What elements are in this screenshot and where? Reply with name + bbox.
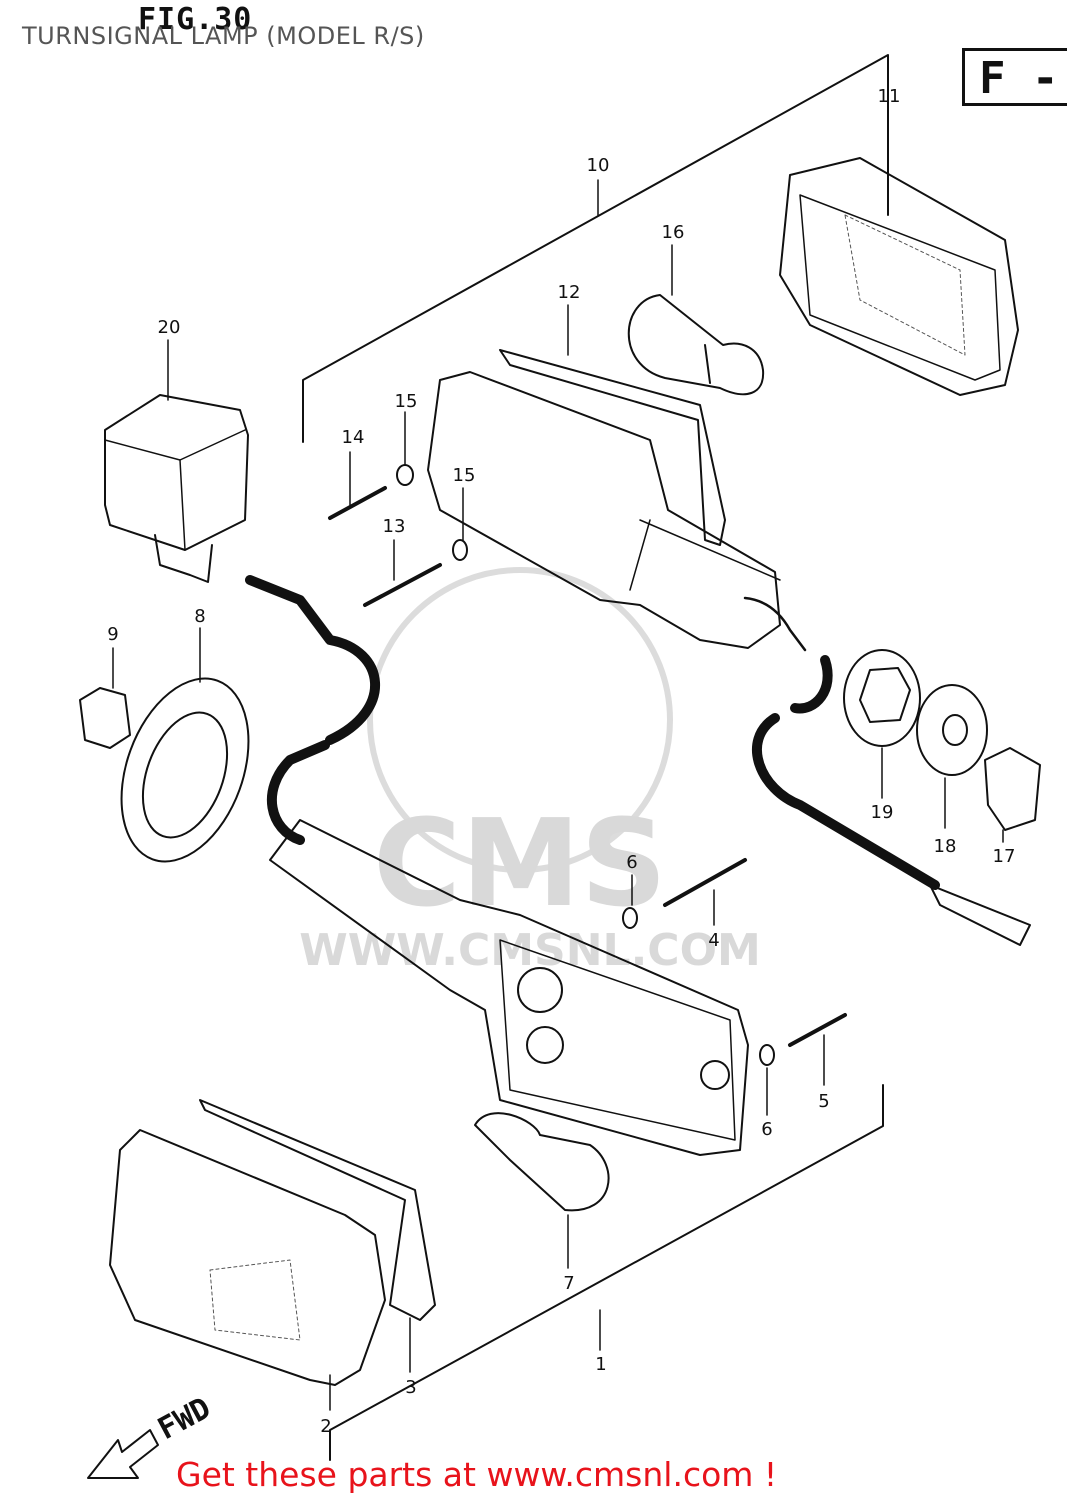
- parts-source-link[interactable]: Get these parts at www.cmsnl.com !: [176, 1455, 778, 1494]
- callout-label: 6: [626, 852, 637, 873]
- part-washer-15a: [396, 464, 414, 486]
- callout-label: 1: [595, 1354, 606, 1375]
- part-washer-6b: [759, 1044, 775, 1066]
- part-flasher-relay: [104, 394, 249, 583]
- callout-label: 4: [708, 930, 719, 951]
- part-rear-bulb: [627, 294, 765, 396]
- part-nut: [843, 649, 921, 747]
- callout-label: 10: [587, 155, 610, 176]
- assembly-bracket-1: [329, 1084, 884, 1461]
- callout-label: 20: [158, 317, 181, 338]
- part-washer-6a: [622, 907, 638, 929]
- part-front-gasket: [199, 1099, 436, 1321]
- part-grommet: [120, 677, 250, 863]
- forward-arrow-icon: [87, 1429, 159, 1479]
- callout-label: 3: [405, 1377, 416, 1398]
- part-screw-4: [663, 858, 747, 907]
- callout-label: 14: [342, 427, 365, 448]
- callout-label: 7: [563, 1273, 574, 1294]
- part-rear-housing: [427, 371, 807, 652]
- figure-label: FIG.30: [138, 2, 253, 37]
- part-cap-nut-left: [79, 687, 131, 749]
- callout-label: 12: [558, 282, 581, 303]
- callout-label: 6: [761, 1119, 772, 1140]
- part-wiring: [245, 575, 1031, 946]
- part-cap-nut-right: [984, 747, 1041, 831]
- callout-label: 19: [871, 802, 894, 823]
- part-screw-5: [788, 1013, 847, 1047]
- part-front-housing: [269, 819, 749, 1156]
- callout-label: 15: [395, 391, 418, 412]
- part-screw-14: [328, 486, 387, 520]
- part-washer: [916, 684, 988, 776]
- callout-label: 18: [934, 836, 957, 857]
- watermark-brand: CMS: [373, 795, 667, 934]
- assembly-bracket-10: [302, 54, 889, 443]
- callout-label: 13: [383, 516, 406, 537]
- part-front-bulb: [474, 1112, 610, 1212]
- callout-label: 9: [107, 624, 118, 645]
- callout-label: 16: [662, 222, 685, 243]
- part-washer-15b: [452, 539, 468, 561]
- part-screw-13: [363, 563, 442, 607]
- callout-label: 11: [878, 86, 901, 107]
- section-code: F -: [979, 53, 1059, 104]
- callout-label: 5: [818, 1091, 829, 1112]
- callout-label: 8: [194, 606, 205, 627]
- callout-label: 2: [320, 1416, 331, 1437]
- part-rear-gasket: [499, 349, 726, 546]
- part-front-lens: [109, 1129, 386, 1386]
- forward-label: FWD: [152, 1391, 216, 1447]
- callout-leaders: [112, 107, 1004, 1411]
- part-rear-lens: [779, 157, 1019, 396]
- watermark: CMS WWW.CMSNL.COM: [299, 567, 761, 976]
- section-code-box: F -: [962, 48, 1067, 106]
- watermark-mascot: [367, 567, 673, 873]
- callout-label: 15: [453, 465, 476, 486]
- page-title: TURNSIGNAL LAMP (MODEL R/S): [22, 22, 425, 50]
- callout-label: 17: [993, 846, 1016, 867]
- callout-numbers: 1 2 3 4 5 6 6 7 8 9 10 11 12 13 14 15 15…: [107, 86, 1015, 1437]
